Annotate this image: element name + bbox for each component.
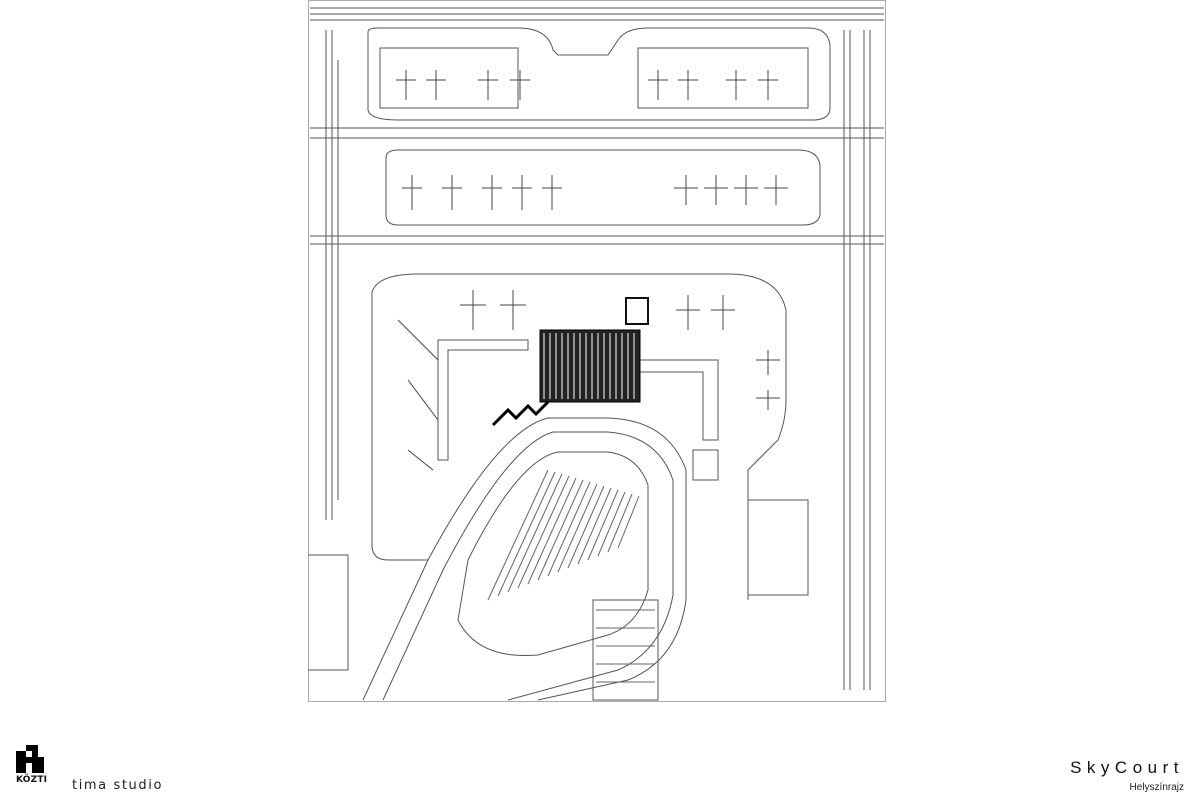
aircraft-stands (396, 70, 788, 471)
car-park-stalls (487, 469, 640, 601)
access-road-outer (362, 417, 687, 701)
southwest-parking-area (308, 554, 349, 671)
parking-stall-row (577, 487, 612, 565)
access-road-inner (382, 431, 674, 701)
east-runway (843, 30, 871, 690)
project-title: SkyCourt (1070, 758, 1184, 777)
north-apron-outline (367, 27, 831, 121)
north-apron-inner (379, 47, 809, 109)
skycourt-roof-ribs (543, 333, 635, 399)
parking-stall-row (547, 481, 591, 577)
site-plan-svg (308, 0, 886, 702)
parking-stall-row (557, 483, 598, 573)
drawing-frame (308, 0, 886, 702)
stair-element (491, 400, 550, 427)
parking-stall-row (527, 477, 577, 585)
parking-stall-row (487, 469, 549, 601)
parking-stall-row (597, 491, 626, 557)
kozti-logo: KÖZTI (16, 745, 48, 795)
parking-stall-row (517, 475, 570, 589)
parking-stall-row (607, 493, 633, 553)
cross-taxiway (310, 127, 884, 245)
parking-stall-row (497, 471, 556, 597)
south-parking-area (592, 599, 659, 701)
north-taxiway (310, 7, 884, 21)
control-tower (625, 297, 649, 325)
west-runway (325, 30, 339, 520)
car-park-outline (457, 451, 649, 657)
studio-name: tima studio (72, 778, 163, 793)
site-plan-drawing (308, 0, 886, 702)
parking-stall-row (567, 485, 605, 569)
skycourt-roof (539, 329, 641, 403)
parking-stall-row (537, 479, 584, 581)
east-service-block (692, 449, 809, 596)
skycourt-building (539, 329, 641, 403)
kozti-logo-text: KÖZTI (16, 775, 48, 785)
terminal-apron-outline (371, 273, 787, 600)
parking-stall-row (507, 473, 563, 593)
drawing-subtitle: Helyszínrajz (1129, 782, 1184, 793)
parking-stall-row (617, 495, 640, 549)
kozti-logo-mark (16, 745, 44, 773)
south-lot-rows (596, 609, 655, 683)
parking-stall-row (587, 489, 619, 561)
west-concourse (437, 339, 529, 461)
mid-apron-outline (385, 149, 821, 226)
